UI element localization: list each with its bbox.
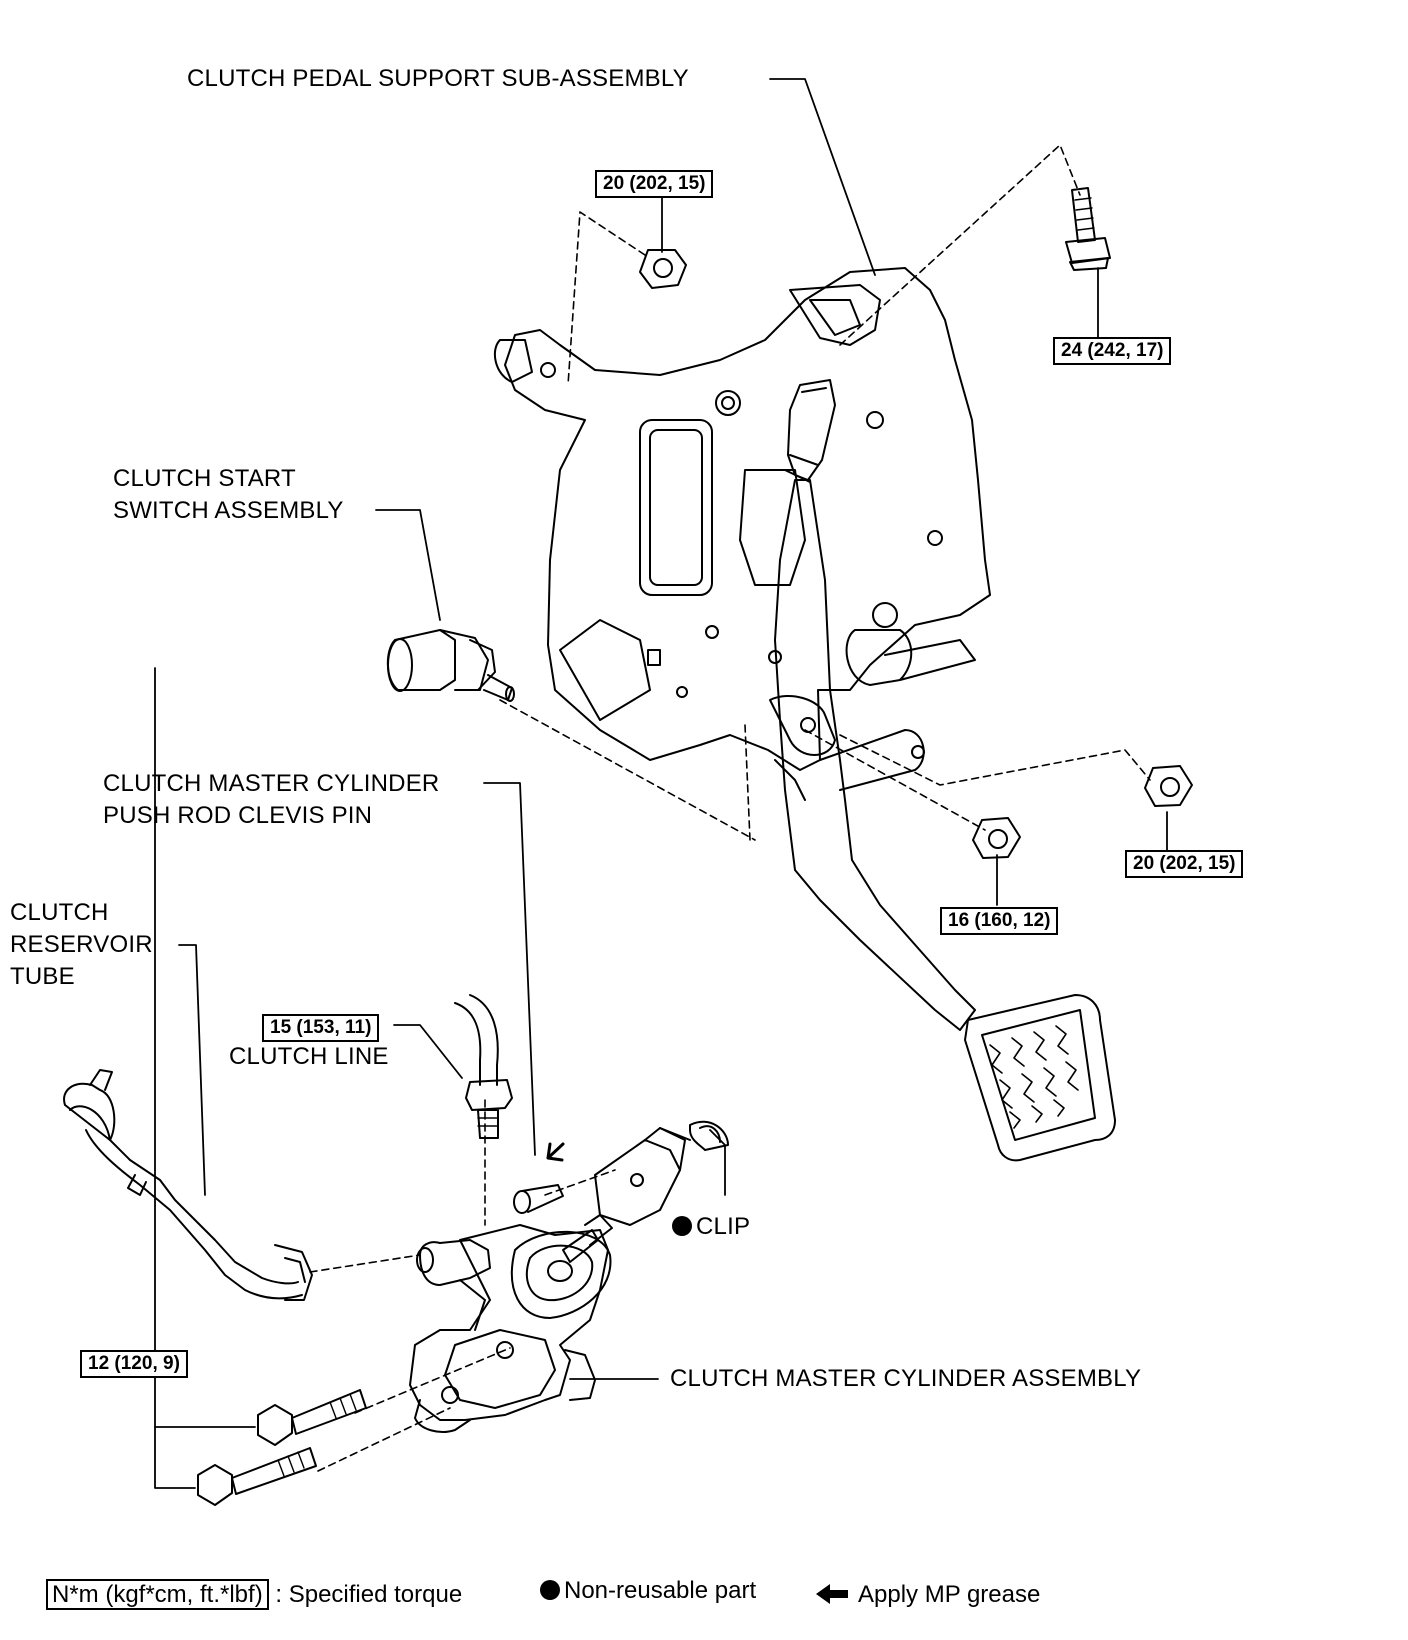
lower-nut	[972, 817, 1021, 859]
legend-grease: Apply MP grease	[816, 1578, 1040, 1612]
right-nut	[1144, 765, 1193, 807]
torque-cylinder-bolts: 12 (120, 9)	[80, 1350, 188, 1378]
label-reservoir-tube: CLUTCH RESERVOIR TUBE	[10, 897, 153, 993]
label-master-cylinder: CLUTCH MASTER CYLINDER ASSEMBLY	[670, 1365, 1142, 1392]
support-nut-top	[639, 249, 687, 289]
pedal-pad-grooves	[989, 1025, 1079, 1129]
legend-torque-unit: N*m (kgf*cm, ft.*lbf)	[46, 1579, 269, 1610]
clutch-start-switch	[386, 629, 515, 702]
legend-torque-text: : Specified torque	[275, 1581, 463, 1608]
torque-lower-nut: 16 (160, 12)	[940, 907, 1059, 935]
reservoir-tube	[63, 1069, 313, 1301]
dashed-alignment-lines	[309, 144, 1151, 1472]
clutch-pedal-support	[493, 267, 991, 771]
push-rod-clevis	[562, 1127, 691, 1263]
legend-nonreusable: Non-reusable part	[540, 1574, 756, 1608]
clutch-pedal	[769, 479, 1116, 1162]
label-pedal-support: CLUTCH PEDAL SUPPORT SUB-ASSEMBLY	[187, 65, 689, 92]
legend-nonreusable-dot-icon	[540, 1580, 560, 1600]
support-bolt	[1065, 187, 1111, 271]
label-clevis-pin-line2: PUSH ROD CLEVIS PIN	[103, 802, 373, 829]
clutch-line	[454, 994, 513, 1139]
nonreusable-dot-icon	[672, 1216, 692, 1236]
label-clip: CLIP	[672, 1211, 750, 1243]
label-start-switch-line2: SWITCH ASSEMBLY	[113, 497, 344, 524]
label-reservoir-tube-line2: RESERVOIR	[10, 931, 153, 958]
master-cylinder	[409, 1224, 612, 1433]
label-start-switch-line1: CLUTCH START	[113, 465, 296, 492]
label-reservoir-tube-line1: CLUTCH	[10, 899, 109, 926]
clip	[689, 1120, 729, 1151]
legend-grease-text: Apply MP grease	[858, 1581, 1041, 1608]
label-clevis-pin: CLUTCH MASTER CYLINDER PUSH ROD CLEVIS P…	[103, 768, 439, 832]
leader-lines	[154, 78, 1168, 1489]
label-clutch-line: CLUTCH LINE	[229, 1043, 389, 1070]
label-reservoir-tube-line3: TUBE	[10, 963, 75, 990]
cylinder-bolt-upper	[257, 1389, 367, 1446]
clevis-pin	[513, 1142, 565, 1214]
legend-nonreusable-text: Non-reusable part	[564, 1577, 757, 1604]
label-clip-text: CLIP	[696, 1213, 751, 1240]
label-start-switch: CLUTCH START SWITCH ASSEMBLY	[113, 463, 344, 527]
torque-support-bolt: 24 (242, 17)	[1053, 337, 1172, 365]
grease-arrow-icon	[816, 1584, 848, 1604]
label-clevis-pin-line1: CLUTCH MASTER CYLINDER	[103, 770, 440, 797]
cylinder-bolt-lower	[197, 1447, 317, 1506]
torque-clutch-line: 15 (153, 11)	[262, 1014, 380, 1042]
torque-right-nut: 20 (202, 15)	[1125, 850, 1244, 878]
torque-support-nut-top: 20 (202, 15)	[595, 170, 714, 198]
legend-torque: N*m (kgf*cm, ft.*lbf) : Specified torque	[46, 1578, 462, 1612]
